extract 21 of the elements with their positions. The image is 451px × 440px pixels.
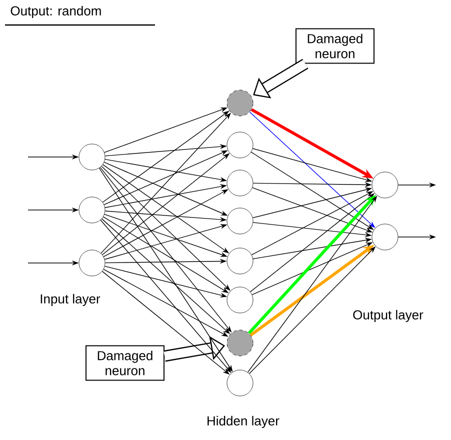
block-arrow [253,58,308,98]
arrow [100,220,232,373]
neuron [372,172,398,198]
neuron [226,248,254,274]
callout-box: Damaged neuron [86,345,164,381]
neuron [78,196,106,224]
neuron [78,144,106,170]
neuron [226,132,254,158]
underlined-title: Output: random [5,6,155,26]
neuron [226,208,254,234]
neuron [226,286,254,314]
neuron [372,224,398,250]
layer-label: Input layer [40,294,100,306]
layer-label: Output layer [353,310,424,322]
neuron [226,370,254,396]
neuron [226,170,254,196]
damaged-neuron [226,330,254,356]
callout-box: Damaged neuron [296,28,374,64]
layer-label: Hidden layer [208,416,280,428]
damaged-neuron [226,90,254,116]
neuron [78,250,106,276]
